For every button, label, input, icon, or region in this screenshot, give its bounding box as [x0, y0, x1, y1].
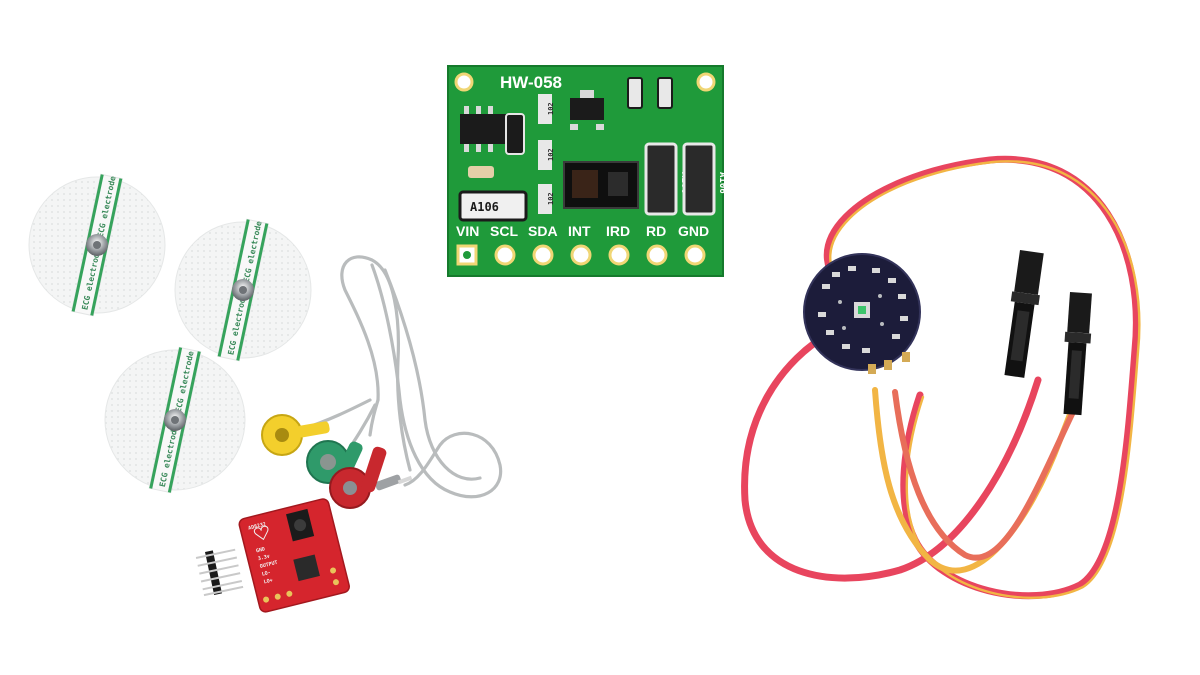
pulse-sensor-board — [803, 253, 921, 374]
regulator-chip — [460, 114, 508, 144]
pin-label-gnd: GND — [678, 223, 709, 239]
pin-label-sda: SDA — [528, 223, 558, 239]
pin-header-holes — [456, 244, 706, 266]
pin-label-vin: VIN — [456, 223, 479, 239]
snap-connector-yellow — [261, 414, 330, 456]
inductor-marking: A106 — [470, 200, 499, 214]
ad8232-ecg-board: AD8232 GND 3.3v OUTPUT LO- LO+ — [238, 498, 350, 613]
ecg-board-text: GND — [255, 546, 265, 554]
pin-label-scl: SCL — [490, 223, 518, 239]
header-pin-strip — [195, 548, 244, 597]
audio-jack-plug — [375, 474, 413, 491]
pin-label-rd: RD — [646, 223, 666, 239]
ecg-board-text: LO- — [261, 570, 271, 578]
pulse-sensor-wires — [741, 155, 1141, 600]
ecg-board-text: OUTPUT — [259, 560, 278, 570]
inductor-marking: A106 — [717, 172, 727, 194]
resistor-marking: 102 — [547, 148, 555, 161]
pin-label-int: INT — [568, 223, 591, 239]
ecg-board-text: AD8232 — [248, 521, 267, 531]
heart-icon — [253, 525, 269, 541]
snap-connector-red — [329, 446, 387, 509]
hw-058-board: HW-058 102 102 102 A106 A106 A106 VIN — [447, 65, 727, 277]
ecg-board-text: 3.3v — [257, 553, 270, 562]
ecg-electrode-pad-2: ECG electrode ECG electrode — [174, 218, 312, 362]
ecg-electrode-pad-1: ECG electrode ECG electrode — [28, 173, 166, 317]
dupont-connector-2 — [1063, 292, 1092, 416]
ecg-electrode-pad-3: ECG electrode ECG electrode — [104, 346, 246, 494]
pin-label-ird: IRD — [606, 223, 630, 239]
board-model-label: HW-058 — [500, 73, 562, 92]
ad8232-chip — [293, 554, 320, 582]
resistor-marking: 102 — [547, 192, 555, 205]
ecg-board-text: LO+ — [263, 577, 273, 585]
dupont-connector-1 — [1004, 250, 1044, 378]
resistor-marking: 102 — [547, 102, 555, 115]
